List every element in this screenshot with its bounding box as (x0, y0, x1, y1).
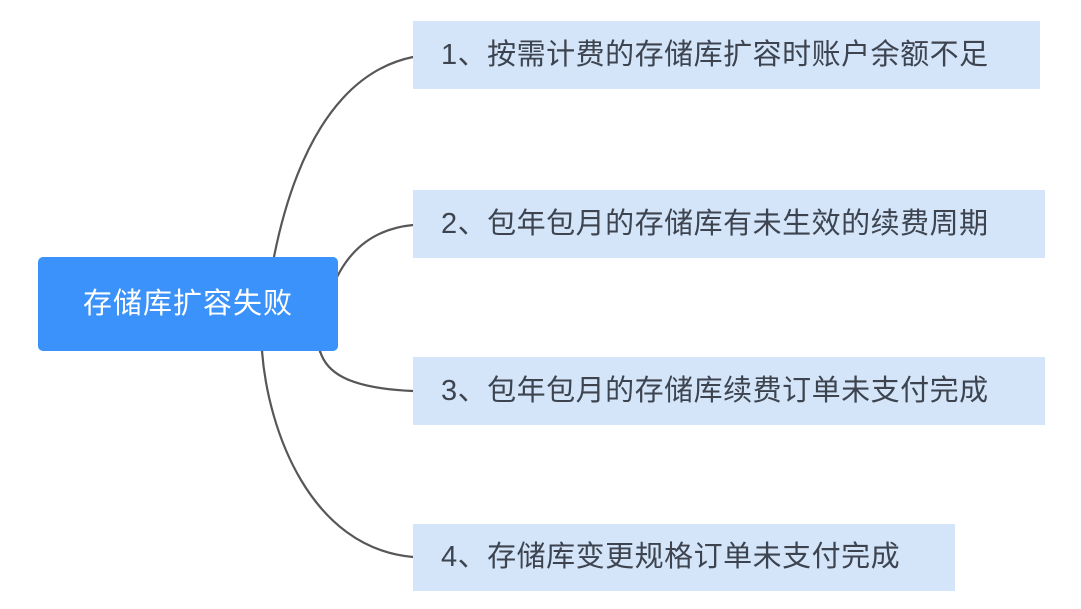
branch-node-2[interactable]: 2、包年包月的存储库有未生效的续费周期 (413, 190, 1045, 258)
connector-root-to-branch-3 (318, 349, 415, 393)
root-node-label: 存储库扩容失败 (82, 287, 293, 320)
connector-root-to-branch-4 (260, 349, 415, 559)
branch-node-4-label: 4、存储库变更规格订单未支付完成 (441, 541, 901, 573)
root-node[interactable]: 存储库扩容失败 (38, 257, 338, 351)
branch-node-3[interactable]: 3、包年包月的存储库续费订单未支付完成 (413, 357, 1045, 425)
branch-node-1-label: 1、按需计费的存储库扩容时账户余额不足 (441, 38, 989, 71)
branch-node-3-label: 3、包年包月的存储库续费订单未支付完成 (441, 374, 989, 407)
branch-node-4[interactable]: 4、存储库变更规格订单未支付完成 (413, 524, 955, 591)
branch-node-2-label: 2、包年包月的存储库有未生效的续费周期 (441, 207, 989, 240)
branch-node-1[interactable]: 1、按需计费的存储库扩容时账户余额不足 (413, 21, 1040, 89)
